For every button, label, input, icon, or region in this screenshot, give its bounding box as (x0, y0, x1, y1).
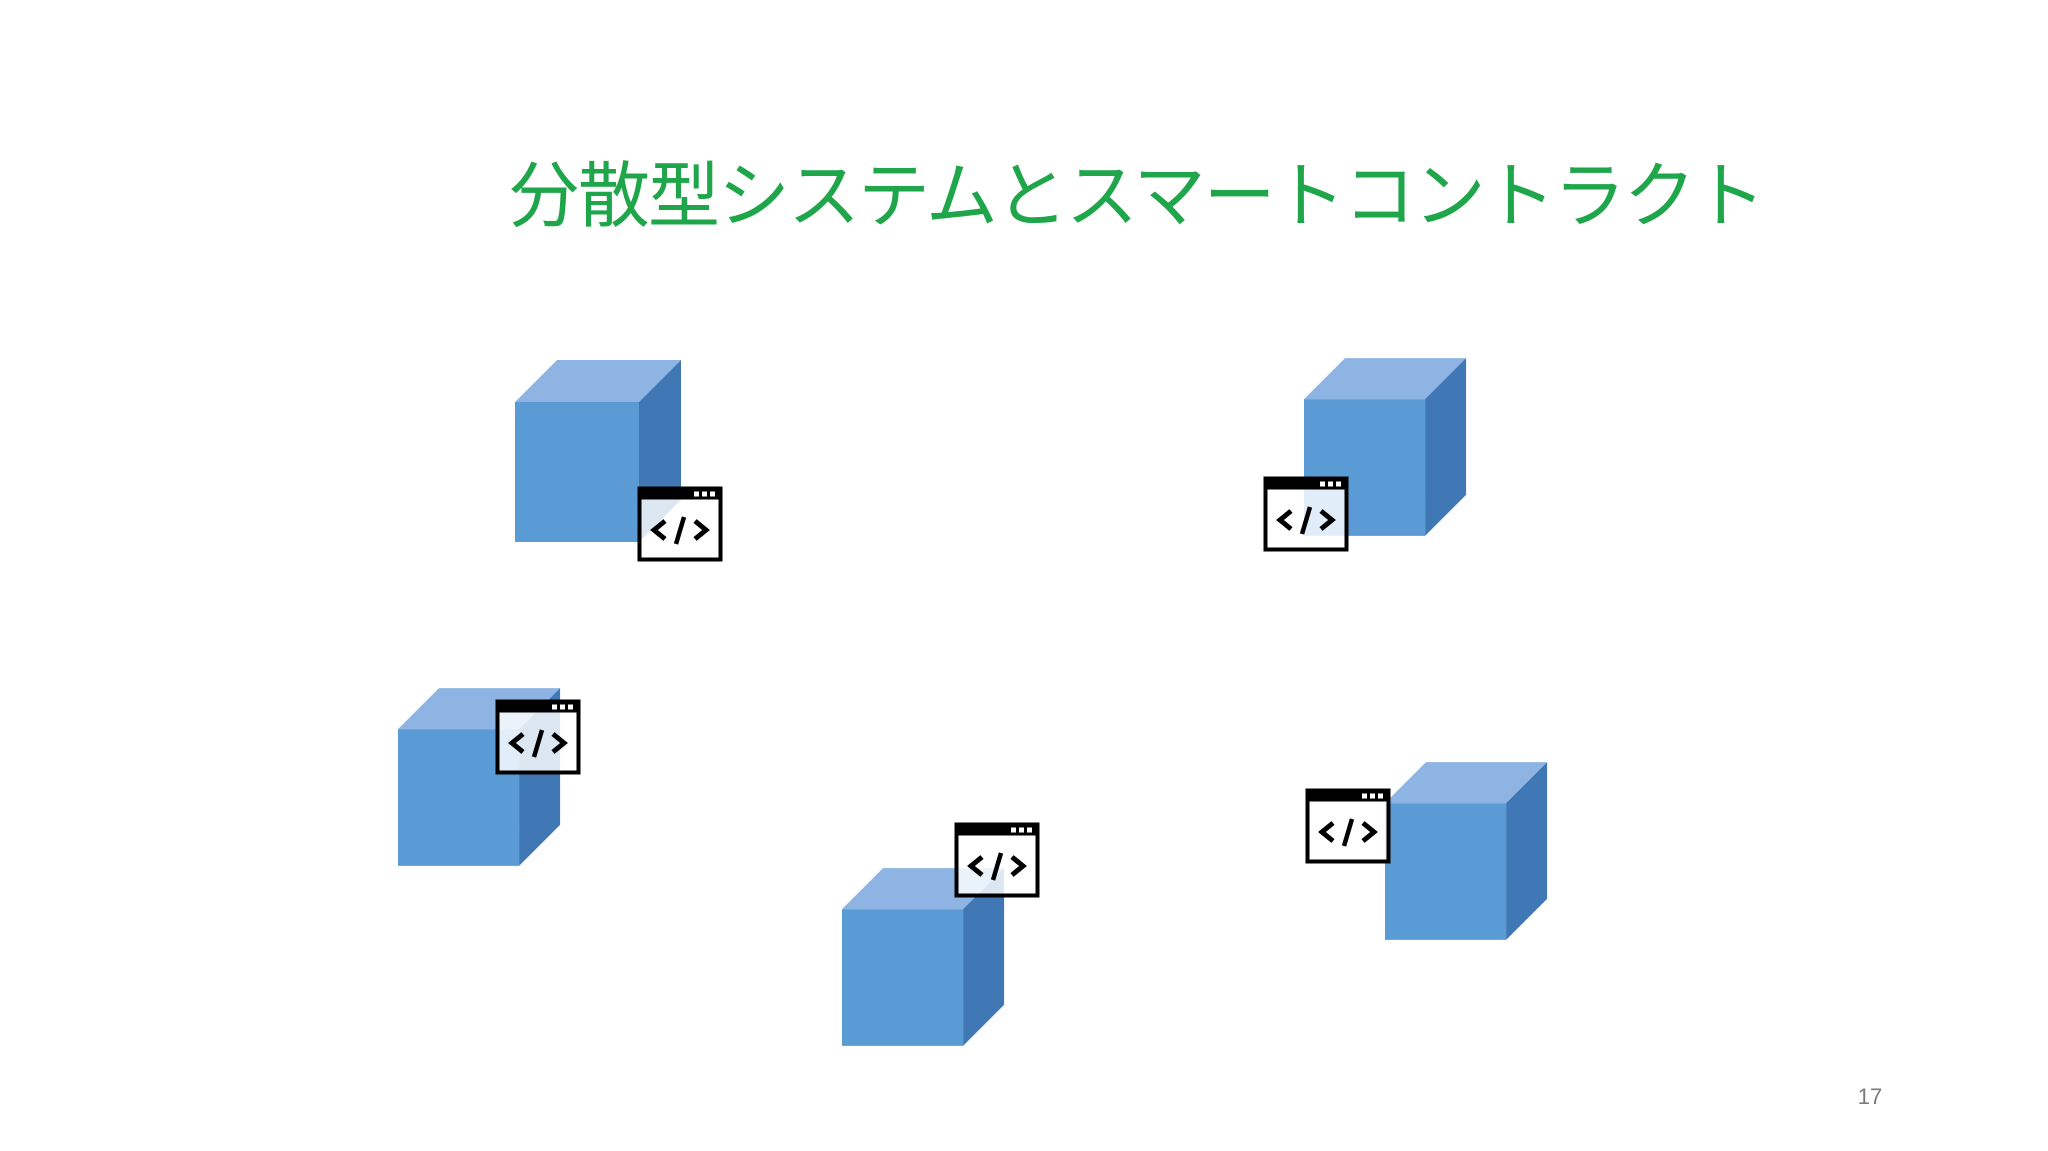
node-5 (1308, 762, 1548, 940)
slide-number: 17 (1857, 1084, 1883, 1109)
node-4-code-window-icon (957, 825, 1038, 896)
node-3 (398, 688, 579, 866)
node-5-code-window-icon (1308, 791, 1389, 862)
node-2-code-window-icon (1266, 479, 1347, 550)
node-5-cube-icon (1385, 762, 1548, 940)
node-1 (515, 360, 721, 560)
node-4 (842, 825, 1038, 1046)
node-3-code-window-icon (498, 702, 579, 773)
slide-title: 分散型システムとスマートコントラクト (508, 154, 1766, 238)
node-2 (1266, 358, 1467, 549)
node-1-code-window-icon (640, 489, 721, 560)
